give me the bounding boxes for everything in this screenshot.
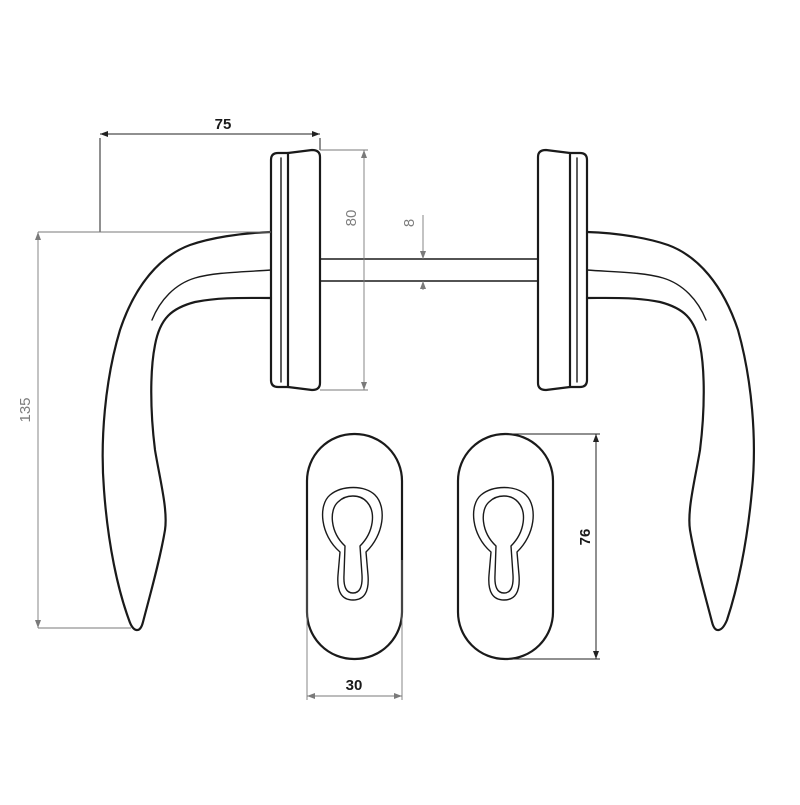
spindle xyxy=(319,258,539,282)
right-rose-front xyxy=(536,148,572,392)
dim-rose-height: 80 xyxy=(320,149,368,391)
dim-handle-height: 135 xyxy=(17,231,271,629)
dim-label-8: 8 xyxy=(401,219,418,227)
dim-escutcheon-height: 76 xyxy=(505,433,600,660)
right-lever xyxy=(585,230,755,632)
dim-handle-reach: 75 xyxy=(99,116,321,232)
dim-escutcheon-width: 30 xyxy=(306,560,403,700)
dim-label-76: 76 xyxy=(577,529,594,546)
dim-label-75: 75 xyxy=(215,116,232,133)
dim-label-80: 80 xyxy=(343,210,360,227)
left-keyhole xyxy=(321,486,383,601)
dim-label-135: 135 xyxy=(17,397,34,422)
left-rose-back xyxy=(269,151,290,389)
dim-label-30: 30 xyxy=(346,677,363,694)
dim-spindle: 8 xyxy=(401,215,426,290)
right-keyhole xyxy=(472,486,534,601)
left-lever xyxy=(101,230,273,632)
right-rose-back xyxy=(568,151,589,389)
left-escutcheon xyxy=(305,432,404,661)
right-escutcheon xyxy=(456,432,555,661)
right-handle-assembly xyxy=(536,148,755,632)
left-rose-front xyxy=(286,148,322,392)
